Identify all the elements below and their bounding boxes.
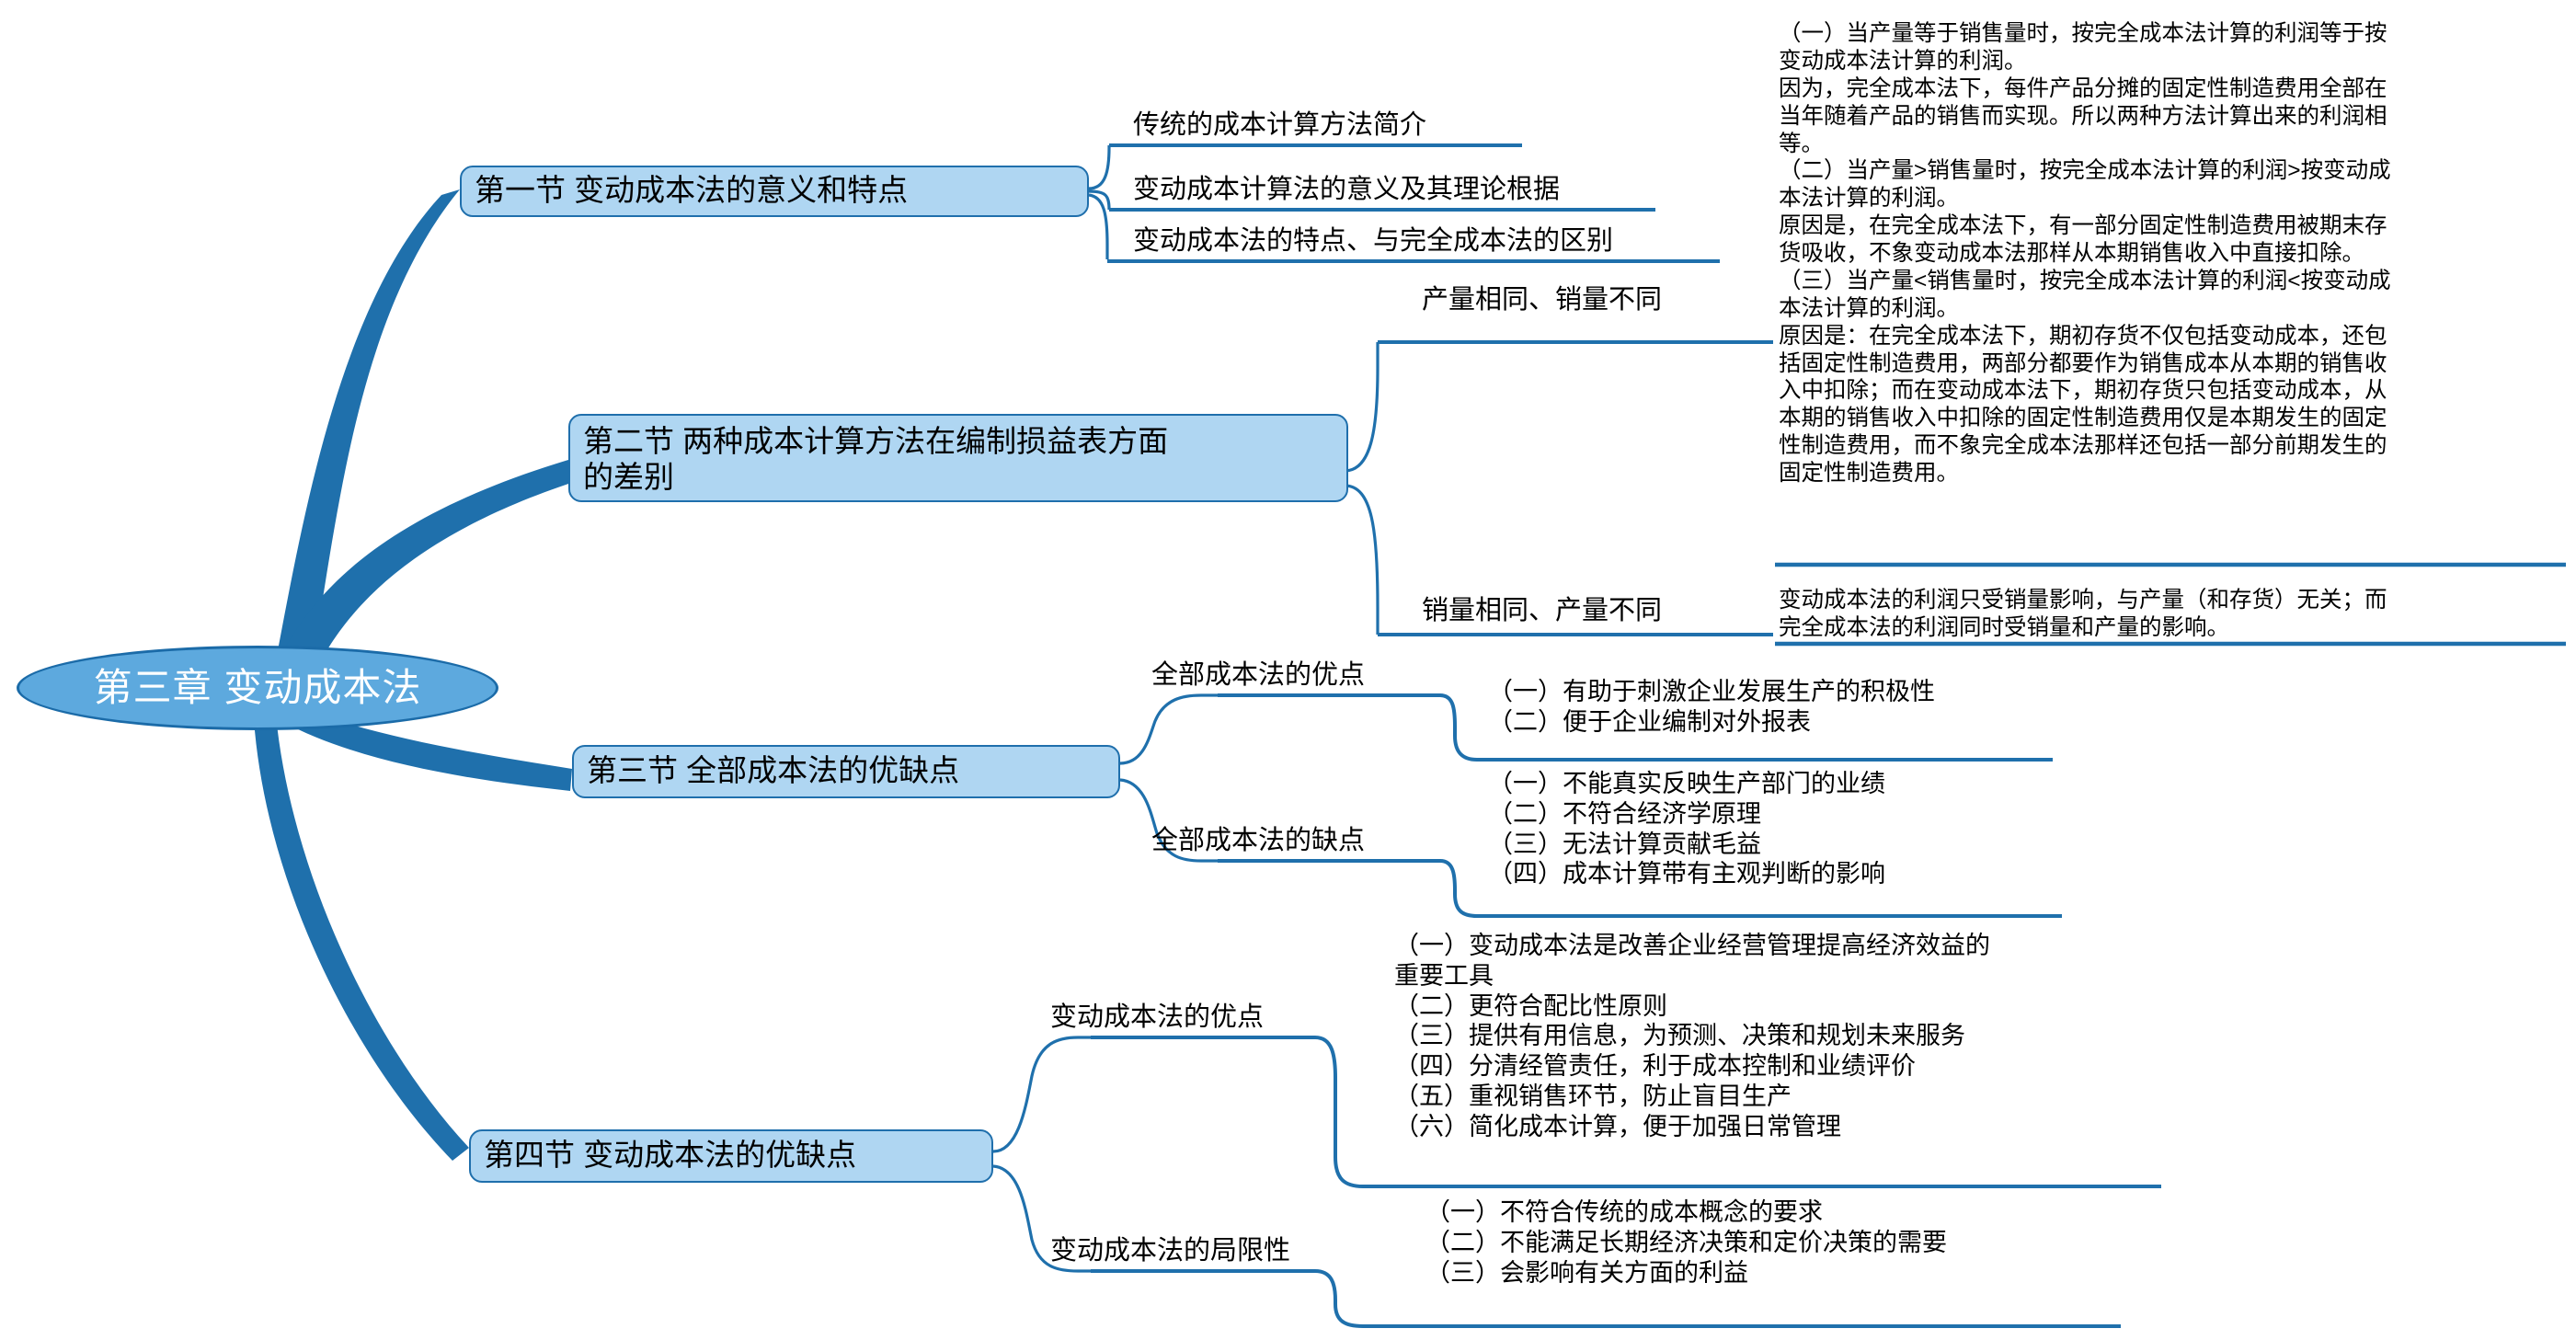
conn-s1-c3 (1088, 193, 1109, 259)
leaf-text-s4-c1: （一）变动成本法是改善企业经营管理提高经济效益的 重要工具 （二）更符合配比性原… (1394, 932, 1990, 1140)
section-3-label: 第三节 全部成本法的优缺点 (587, 752, 960, 787)
section-node-3[interactable]: 第三节 全部成本法的优缺点 (572, 745, 1120, 798)
branch-to-section-1 (276, 189, 460, 670)
section-4-label: 第四节 变动成本法的优缺点 (484, 1137, 857, 1172)
leaf-text-s2-c2: 变动成本法的利润只受销量影响，与产量（和存货）无关；而 完全成本法的利润同时受销… (1779, 588, 2387, 640)
branch-to-section-4 (254, 716, 469, 1161)
conn-s2-c1 (1344, 342, 1380, 473)
connectors-section-1 (1088, 145, 1111, 259)
sub-label-s3-c2[interactable]: 全部成本法的缺点 (1151, 826, 1366, 855)
section-node-1[interactable]: 第一节 变动成本法的意义和特点 (460, 166, 1089, 217)
sub-label-s4-c1[interactable]: 变动成本法的优点 (1050, 1002, 1265, 1032)
leaf-text-s4-c2: （一）不符合传统的成本概念的要求 （二）不能满足长期经济决策和定价决策的需要 （… (1425, 1198, 1947, 1287)
sub-label-s1-c2[interactable]: 变动成本计算法的意义及其理论根据 (1133, 175, 1561, 204)
section-2-label: 第二节 两种成本计算方法在编制损益表方面 的差别 (583, 424, 1168, 496)
conn-s2-c2 (1344, 484, 1380, 635)
branch-to-section-2 (276, 460, 574, 677)
section-1-label: 第一节 变动成本法的意义和特点 (475, 172, 909, 207)
section-2-label-line2: 的差别 (583, 459, 674, 494)
sub-label-s2-c1[interactable]: 产量相同、销量不同 (1422, 285, 1663, 315)
section-node-4[interactable]: 第四节 变动成本法的优缺点 (469, 1129, 993, 1183)
sub-label-s1-c3[interactable]: 变动成本法的特点、与完全成本法的区别 (1133, 226, 1614, 256)
underlines-section-2 (1378, 340, 1773, 636)
conn-s1-c1 (1088, 145, 1111, 190)
section-node-2[interactable]: 第二节 两种成本计算方法在编制损益表方面 的差别 (568, 414, 1348, 502)
conn-s1-c2 (1088, 189, 1111, 211)
leaf-text-s2-c1: （一）当产量等于销售量时，按完全成本法计算的利润等于按 变动成本法计算的利润。 … (1779, 21, 2391, 486)
leaf-text-s3-c1: （一）有助于刺激企业发展生产的积极性 （二）便于企业编制对外报表 (1488, 678, 1935, 736)
conn-s4-c1 (992, 1036, 1091, 1153)
connectors-section-2 (1344, 342, 1380, 635)
root-label: 第三章 变动成本法 (93, 666, 422, 709)
root-node[interactable]: 第三章 变动成本法 (17, 646, 498, 730)
conn-s3-c1 (1119, 693, 1218, 765)
sub-label-s3-c1[interactable]: 全部成本法的优点 (1151, 660, 1366, 690)
sub-label-s1-c1[interactable]: 传统的成本计算方法简介 (1133, 110, 1427, 140)
leaf-text-s3-c2: （一）不能真实反映生产部门的业绩 （二）不符合经济学原理 （三）无法计算贡献毛益… (1488, 770, 1885, 888)
sub-label-s2-c2[interactable]: 销量相同、产量不同 (1422, 596, 1663, 625)
sub-label-s4-c2[interactable]: 变动成本法的局限性 (1050, 1236, 1291, 1266)
section-2-label-line1: 第二节 两种成本计算方法在编制损益表方面 (583, 424, 1169, 458)
